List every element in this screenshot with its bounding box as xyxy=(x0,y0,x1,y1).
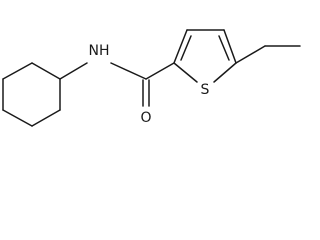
bond xyxy=(173,62,198,83)
bond xyxy=(218,35,230,61)
bond xyxy=(235,45,266,64)
bond-nh-carbonyl xyxy=(110,62,147,80)
bond xyxy=(223,29,237,64)
bond xyxy=(213,62,237,83)
bond xyxy=(31,62,61,80)
bond xyxy=(2,109,33,127)
ethyl-group xyxy=(235,45,301,64)
atom-label-o: O xyxy=(140,110,151,126)
bond-carbonyl-thiophene xyxy=(145,62,175,80)
atom-label-nh: NH xyxy=(89,43,110,59)
carbonyl-double-bond xyxy=(142,79,150,107)
thiophene-ring xyxy=(173,29,237,83)
cyclohexane-ring xyxy=(2,62,61,127)
bond xyxy=(173,29,188,64)
bond xyxy=(31,109,61,127)
chemical-structure-diagram: NH O S xyxy=(2,29,301,127)
bond xyxy=(180,35,192,61)
atom-label-s: S xyxy=(201,82,210,98)
bond xyxy=(2,62,33,80)
bond-cyclohexyl-nh xyxy=(59,62,88,80)
